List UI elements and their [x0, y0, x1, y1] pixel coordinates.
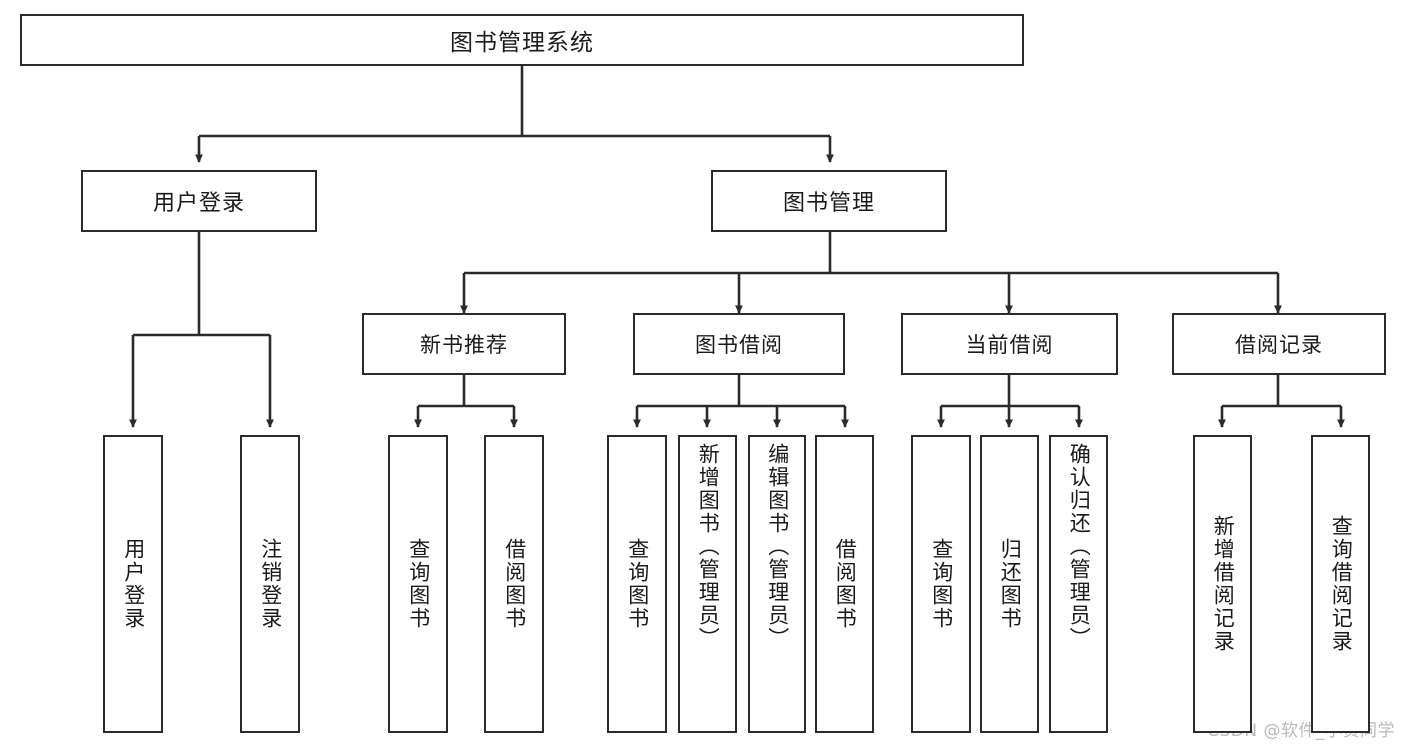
leaf-book-borrow-edit-label: 编辑图书（管理员） — [765, 443, 790, 650]
leaf-current-borrow-confirm-label: 确认归还（管理员） — [1067, 443, 1092, 650]
node-current-borrow-label: 当前借阅 — [965, 333, 1054, 357]
leaf-book-borrow-borrow[interactable]: 借阅图书 — [815, 435, 874, 733]
node-borrow-record-label: 借阅记录 — [1235, 333, 1323, 357]
leaf-book-borrow-query-label: 查询图书 — [625, 538, 650, 630]
leaf-current-borrow-query[interactable]: 查询图书 — [911, 435, 971, 733]
leaf-current-borrow-confirm[interactable]: 确认归还（管理员） — [1049, 435, 1108, 733]
leaf-new-book-query-label: 查询图书 — [406, 538, 431, 630]
leaf-book-borrow-query[interactable]: 查询图书 — [607, 435, 667, 733]
node-root-label: 图书管理系统 — [450, 30, 594, 56]
leaf-new-book-query[interactable]: 查询图书 — [388, 435, 448, 733]
leaf-user-login-logout-label: 注销登录 — [258, 538, 283, 630]
leaf-book-borrow-edit[interactable]: 编辑图书（管理员） — [748, 435, 806, 733]
node-borrow-record[interactable]: 借阅记录 — [1172, 313, 1386, 375]
leaf-new-book-borrow[interactable]: 借阅图书 — [484, 435, 544, 733]
leaf-borrow-record-add[interactable]: 新增借阅记录 — [1193, 435, 1252, 733]
node-book-borrow[interactable]: 图书借阅 — [633, 313, 845, 375]
node-book-borrow-label: 图书借阅 — [695, 333, 783, 357]
node-root-system[interactable]: 图书管理系统 — [20, 14, 1024, 66]
leaf-current-borrow-return-label: 归还图书 — [998, 538, 1023, 630]
node-new-book-recommend[interactable]: 新书推荐 — [362, 313, 566, 375]
node-user-login[interactable]: 用户登录 — [81, 170, 317, 232]
node-current-borrow[interactable]: 当前借阅 — [901, 313, 1118, 375]
leaf-book-borrow-add-label: 新增图书（管理员） — [696, 443, 721, 650]
leaf-user-login-login-label: 用户登录 — [121, 538, 146, 630]
node-new-book-recommend-label: 新书推荐 — [420, 333, 508, 357]
leaf-user-login-logout[interactable]: 注销登录 — [240, 435, 300, 733]
leaf-book-borrow-borrow-label: 借阅图书 — [833, 538, 858, 630]
node-user-login-label: 用户登录 — [152, 191, 245, 216]
leaf-new-book-borrow-label: 借阅图书 — [502, 538, 527, 630]
leaf-book-borrow-add[interactable]: 新增图书（管理员） — [678, 435, 737, 733]
leaf-current-borrow-return[interactable]: 归还图书 — [980, 435, 1039, 733]
node-book-management[interactable]: 图书管理 — [711, 170, 947, 232]
leaf-borrow-record-add-label: 新增借阅记录 — [1211, 515, 1236, 653]
leaf-user-login-login[interactable]: 用户登录 — [103, 435, 163, 733]
node-book-management-label: 图书管理 — [782, 191, 875, 216]
leaf-current-borrow-query-label: 查询图书 — [929, 538, 954, 630]
leaf-borrow-record-query[interactable]: 查询借阅记录 — [1311, 435, 1370, 733]
leaf-borrow-record-query-label: 查询借阅记录 — [1329, 515, 1354, 653]
